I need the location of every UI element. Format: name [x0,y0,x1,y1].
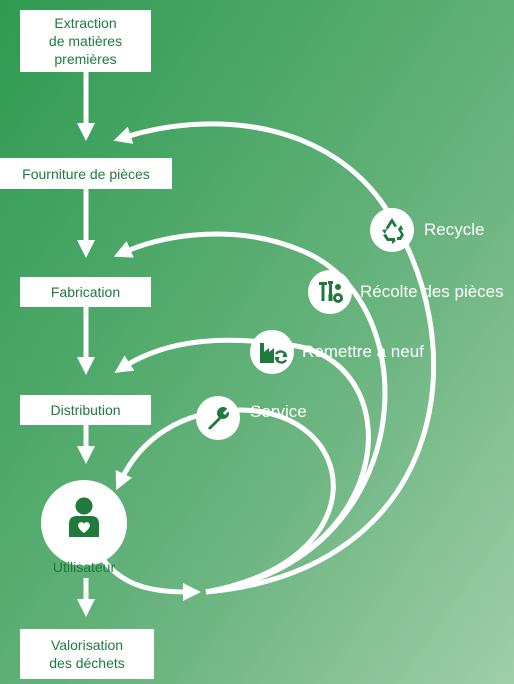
waste-line2: des déchets [49,655,125,671]
extraction-line1: Extraction [54,15,117,31]
box-extraction: Extraction de matières premières [20,10,151,72]
person-heart-icon [69,497,99,537]
extraction-line3: premières [54,51,117,67]
arrow-user-to-hub [99,556,201,601]
recycle-badge [370,208,414,252]
harvest-label: Récolte des pièces [360,282,504,301]
refurbish-label: Remettre à neuf [302,342,424,361]
refurbish-badge [250,330,294,374]
box-distribution: Distribution [20,395,151,425]
manufacturing-label: Fabrication [50,284,121,300]
loop-refurbish [114,337,371,595]
loop-recycle [113,121,437,595]
box-manufacturing: Fabrication [20,277,151,307]
user-node [41,480,127,566]
harvest-badge [308,270,352,314]
recycle-icon [382,218,404,244]
factory-cycle-icon [260,343,288,364]
tools-gear-icon [319,281,343,303]
service-label: Service [250,402,307,421]
service-badge [196,396,240,440]
box-waste: Valorisation des déchets [20,629,154,679]
distribution-label: Distribution [50,402,121,418]
waste-line1: Valorisation [50,637,124,653]
box-supply: Fourniture de pièces [0,158,172,189]
wrench-icon [208,407,231,430]
recycle-label: Recycle [424,220,485,239]
loop-service [115,407,336,595]
extraction-line2: de matières [48,33,123,49]
user-label: Utilisateur [52,559,116,575]
supply-label: Fourniture de pièces [22,165,150,182]
